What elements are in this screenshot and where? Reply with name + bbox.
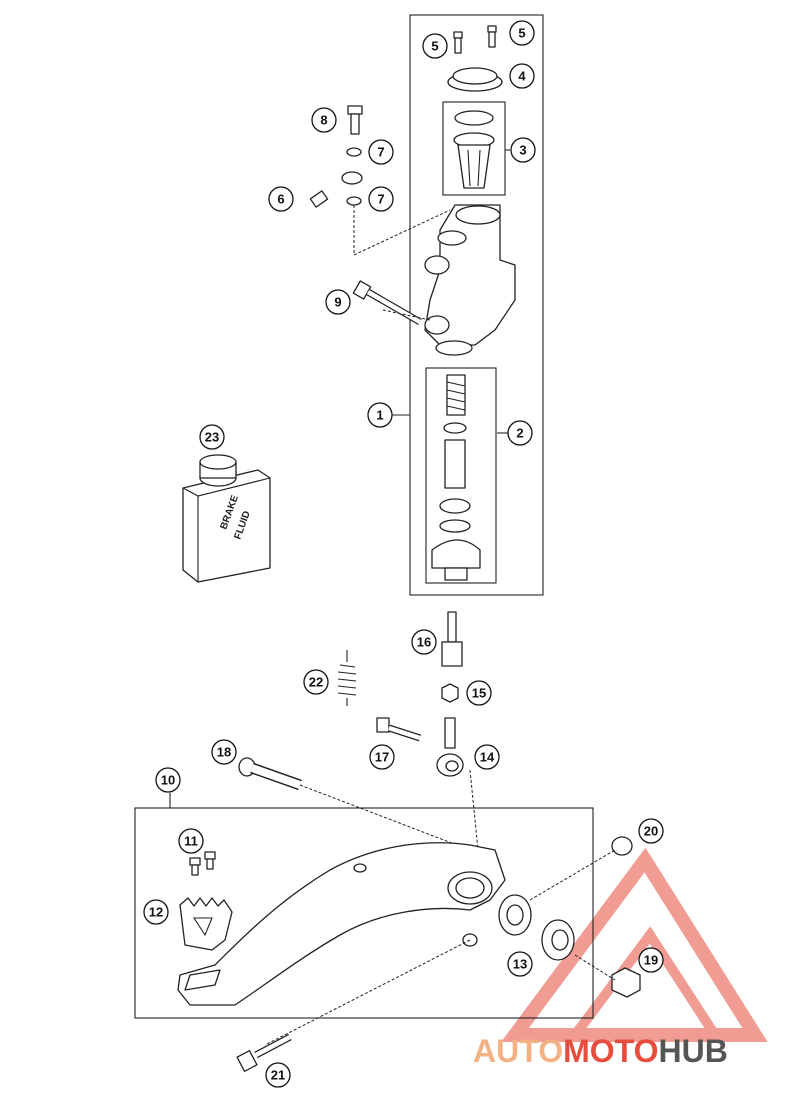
push-rod-part — [441, 611, 463, 667]
banjo-bolt-part — [347, 105, 363, 135]
svg-text:21: 21 — [271, 1068, 285, 1083]
callout-21: 21 — [265, 1062, 291, 1088]
watermark-text: AUTOMOTOHUB — [473, 1033, 728, 1069]
callout-19: 19 — [638, 947, 664, 973]
pedal-bolt-part — [236, 1033, 292, 1072]
brake-hose-part — [278, 171, 363, 259]
callout-7a: 7 — [368, 139, 394, 165]
brake-pedal-frame — [134, 807, 594, 1019]
svg-text:22: 22 — [309, 675, 323, 690]
svg-text:20: 20 — [644, 824, 658, 839]
washer-part — [346, 147, 362, 157]
callout-9: 9 — [325, 289, 351, 315]
master-cylinder-frame — [409, 14, 544, 596]
svg-text:16: 16 — [417, 635, 431, 650]
mounting-bolt-part — [352, 280, 422, 326]
callout-23: 23 — [199, 424, 225, 450]
callout-2: 2 — [507, 420, 533, 446]
bearing-part — [498, 894, 575, 961]
callout-16: 16 — [411, 629, 437, 655]
svg-text:5: 5 — [431, 39, 438, 54]
diaphragm-part — [453, 110, 495, 189]
svg-text:14: 14 — [480, 750, 495, 765]
callout-17: 17 — [369, 744, 395, 770]
master-cylinder-body — [424, 204, 516, 356]
reservoir-cap-part — [447, 67, 503, 92]
svg-text:12: 12 — [149, 905, 163, 920]
svg-text:9: 9 — [334, 295, 341, 310]
brake-fluid-can: BRAKE FLUID — [182, 454, 271, 583]
svg-text:8: 8 — [320, 113, 327, 128]
watermark-part-auto: AUTO — [473, 1033, 563, 1069]
svg-text:3: 3 — [519, 143, 526, 158]
svg-text:19: 19 — [644, 953, 658, 968]
svg-text:11: 11 — [184, 834, 198, 849]
screw-part — [453, 25, 497, 54]
nut-part — [441, 683, 459, 703]
callout-3: 3 — [510, 137, 536, 163]
pedal-step-part — [179, 897, 233, 951]
callout-4: 4 — [509, 63, 535, 89]
leader-lines — [169, 149, 510, 808]
svg-text:15: 15 — [472, 686, 486, 701]
piston-kit-frame — [425, 367, 497, 584]
callout-6: 6 — [268, 186, 294, 212]
svg-text:23: 23 — [205, 430, 219, 445]
callout-22: 22 — [303, 669, 329, 695]
callout-18: 18 — [211, 739, 237, 765]
svg-text:13: 13 — [513, 957, 527, 972]
svg-text:1: 1 — [376, 408, 383, 423]
step-screws-part — [189, 851, 216, 876]
clevis-part — [436, 717, 464, 777]
callout-13: 13 — [507, 951, 533, 977]
svg-text:6: 6 — [277, 192, 284, 207]
svg-text:17: 17 — [375, 750, 389, 765]
svg-text:7: 7 — [377, 145, 384, 160]
flange-nut-part — [611, 836, 633, 856]
piston-kit-part — [431, 374, 481, 581]
callout-1: 1 — [367, 402, 393, 428]
pivot-bolt-part — [238, 757, 302, 791]
reservoir-kit-frame — [442, 101, 506, 196]
clevis-bolt-part — [376, 717, 422, 742]
washer-part — [346, 196, 362, 206]
callout-14: 14 — [474, 744, 500, 770]
callout-11: 11 — [178, 828, 204, 854]
callout-7b: 7 — [368, 186, 394, 212]
svg-text:2: 2 — [516, 426, 523, 441]
svg-text:5: 5 — [518, 26, 525, 41]
watermark-part-hub: HUB — [658, 1033, 727, 1069]
callout-15: 15 — [466, 680, 492, 706]
callout-20: 20 — [638, 818, 664, 844]
watermark-part-moto: MOTO — [563, 1033, 658, 1069]
svg-text:18: 18 — [217, 745, 231, 760]
callout-12: 12 — [143, 899, 169, 925]
svg-text:10: 10 — [161, 773, 175, 788]
callout-5b: 5 — [509, 20, 535, 46]
svg-text:4: 4 — [518, 69, 526, 84]
return-spring-part — [337, 650, 357, 706]
callout-10: 10 — [155, 767, 181, 793]
svg-text:7: 7 — [377, 192, 384, 207]
callout-5a: 5 — [422, 33, 448, 59]
brake-pedal-lever — [177, 842, 506, 1006]
callout-8: 8 — [311, 107, 337, 133]
bushing-part — [611, 967, 641, 998]
